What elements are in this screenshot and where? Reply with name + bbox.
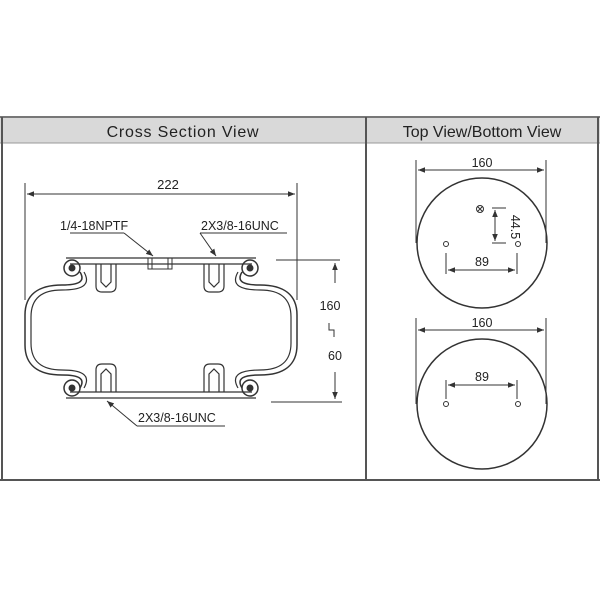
mount-hole-icon [443,401,449,407]
height-break-icon [328,323,335,337]
table-frame [0,116,600,481]
top-stud-label: 2X3/8-16UNC [201,219,279,233]
header-cross-section: Cross Section View [107,124,260,141]
bottom-view [415,318,548,470]
top-diameter: 160 [472,156,493,170]
mount-hole-icon [515,241,521,247]
cross-section-view [24,183,342,427]
min-height: 60 [328,349,342,363]
stud-icon [95,264,225,392]
air-port-icon [476,205,484,213]
port-offset: 44.5 [508,215,522,239]
bottom-diameter: 160 [472,316,493,330]
bottom-stud-label: 2X3/8-16UNC [138,411,216,425]
mount-hole-icon [515,401,521,407]
max-height: 160 [320,299,341,313]
bottom-hole-spacing: 89 [475,370,489,384]
bead-icon [63,259,259,397]
port-label: 1/4-18NPTF [60,219,128,233]
air-port-icon [147,257,173,270]
width-dimension: 222 [157,177,179,192]
header-top-bottom: Top View/Bottom View [403,124,562,141]
top-hole-spacing: 89 [475,255,489,269]
mount-hole-icon [443,241,449,247]
top-view [415,160,548,309]
